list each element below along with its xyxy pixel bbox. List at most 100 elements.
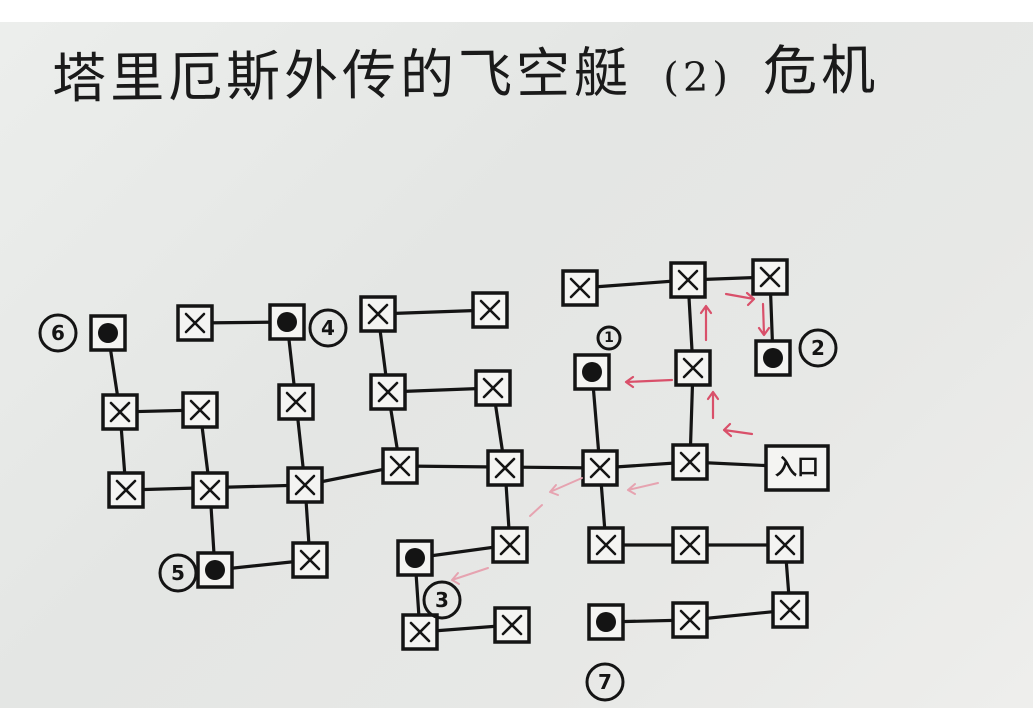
room (101, 393, 139, 431)
room (369, 373, 407, 411)
cross-mark (679, 609, 701, 631)
marker-dot (277, 312, 297, 332)
room (381, 447, 419, 485)
room-box (771, 591, 809, 629)
cross-mark (677, 269, 699, 291)
cross-mark (299, 549, 321, 571)
cross-mark (482, 377, 504, 399)
cross-mark (679, 451, 701, 473)
number-badge: 6 (38, 313, 78, 353)
room (491, 526, 529, 564)
cross-mark (679, 534, 701, 556)
number-badge: 3 (422, 580, 462, 620)
badge-number: 7 (598, 670, 612, 694)
cross-mark (595, 534, 617, 556)
marker-dot (205, 560, 225, 580)
marker-dot (405, 548, 425, 568)
cross-mark (184, 312, 206, 334)
number-badge: 5 (158, 553, 198, 593)
route-arrow (451, 567, 489, 585)
route-arrow (699, 304, 713, 342)
marker-dot (98, 323, 118, 343)
badge-circle (596, 325, 622, 351)
cross-mark (199, 479, 221, 501)
room (176, 304, 214, 342)
room (671, 526, 709, 564)
badge-number: 5 (171, 561, 185, 585)
room-box (381, 447, 419, 485)
badges: 6 2 3 4 5 1 7 (38, 308, 838, 702)
room (669, 261, 707, 299)
badge-circle (38, 313, 78, 353)
cross-mark (409, 621, 431, 643)
cross-mark (569, 277, 591, 299)
room (493, 606, 531, 644)
route-arrow (549, 477, 583, 496)
route-arrow (757, 302, 771, 337)
room (359, 295, 397, 333)
room-box (196, 551, 234, 589)
cross-mark (589, 457, 611, 479)
route-arrow (529, 504, 543, 517)
marker-dot (763, 348, 783, 368)
cross-mark (779, 599, 801, 621)
badge-number: 3 (435, 588, 449, 612)
cross-mark (389, 455, 411, 477)
room-box (401, 613, 439, 651)
room (181, 391, 219, 429)
cross-mark (285, 391, 307, 413)
route-arrow (627, 482, 659, 495)
badge-number: 2 (811, 336, 825, 360)
number-badge: 4 (308, 308, 348, 348)
cross-mark (682, 357, 704, 379)
cross-mark (499, 534, 521, 556)
number-badge: 1 (596, 325, 622, 351)
badge-circle (798, 328, 838, 368)
cross-mark (494, 457, 516, 479)
room (671, 601, 709, 639)
marker-dot (596, 612, 616, 632)
room (474, 369, 512, 407)
badge-circle (585, 662, 625, 702)
entrance-room: 入口 (764, 444, 830, 492)
badge-number: 4 (321, 316, 335, 340)
cross-mark (189, 399, 211, 421)
room (751, 258, 789, 296)
entrance-box (764, 444, 830, 492)
room (674, 349, 712, 387)
room (191, 471, 229, 509)
cross-mark (294, 474, 316, 496)
room (107, 471, 145, 509)
marked-room (196, 551, 234, 589)
marked-rooms (89, 303, 792, 641)
room (671, 443, 709, 481)
paper-background (0, 22, 1033, 708)
rooms (101, 258, 809, 651)
badge-number: 6 (51, 321, 65, 345)
room (471, 291, 509, 329)
cross-mark (115, 479, 137, 501)
room (581, 449, 619, 487)
number-badge: 2 (798, 328, 838, 368)
marked-room (573, 353, 611, 391)
badge-circle (308, 308, 348, 348)
room-box (176, 304, 214, 342)
cross-mark (109, 401, 131, 423)
marked-room (587, 603, 625, 641)
cross-mark (501, 614, 523, 636)
room-box (191, 471, 229, 509)
route-arrows (451, 291, 771, 585)
marked-room (396, 539, 434, 577)
marker-dot (582, 362, 602, 382)
marked-room (89, 314, 127, 352)
room (587, 526, 625, 564)
room (771, 591, 809, 629)
marked-room (754, 339, 792, 377)
room (291, 541, 329, 579)
entrance-label: 入口 (775, 456, 819, 481)
cross-mark (759, 266, 781, 288)
badge-circle (422, 580, 462, 620)
room-box (181, 391, 219, 429)
